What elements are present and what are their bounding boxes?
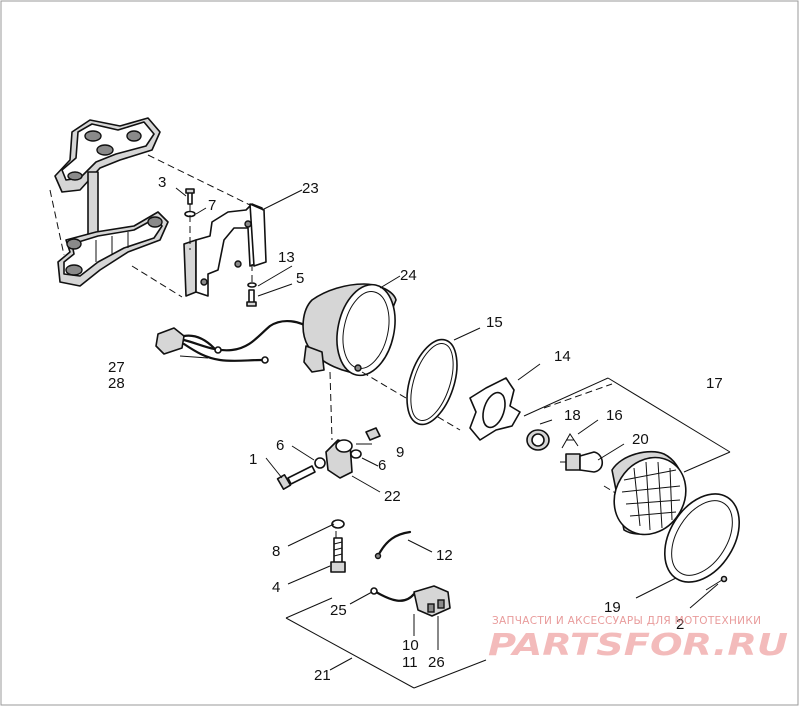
leader-lines bbox=[175, 187, 719, 671]
kit-21-bracket bbox=[285, 597, 487, 689]
wiring-harness bbox=[155, 320, 314, 364]
callout-19: 19 bbox=[604, 599, 621, 616]
pigtail-connector bbox=[370, 585, 451, 617]
jumper-wire bbox=[374, 530, 412, 560]
callout-21: 21 bbox=[314, 667, 331, 684]
callout-16: 16 bbox=[606, 407, 623, 424]
callout-22: 22 bbox=[384, 488, 401, 505]
lamp-mount-block bbox=[325, 439, 353, 479]
callout-1: 1 bbox=[249, 451, 257, 468]
callout-9: 9 bbox=[396, 444, 404, 461]
callout-14: 14 bbox=[554, 348, 571, 365]
callout-15: 15 bbox=[486, 314, 503, 331]
retaining-ring bbox=[406, 338, 458, 426]
callout-2: 2 bbox=[676, 616, 684, 633]
callout-7: 7 bbox=[208, 197, 216, 214]
callout-5: 5 bbox=[296, 270, 304, 287]
callout-25: 25 bbox=[330, 602, 347, 619]
bolt-and-washer bbox=[330, 519, 346, 573]
halogen-bulb bbox=[560, 451, 604, 473]
watermark: ЗАПЧАСТИ И АКСЕССУАРЫ ДЛЯ МОТОТЕХНИКИ PA… bbox=[488, 615, 788, 663]
callout-4: 4 bbox=[272, 579, 280, 596]
headlamp-housing bbox=[302, 283, 397, 377]
callout-12: 12 bbox=[436, 547, 453, 564]
lower-clamp-top bbox=[63, 217, 163, 277]
callout-24: 24 bbox=[400, 267, 417, 284]
callout-27: 27 bbox=[108, 359, 125, 376]
callout-18: 18 bbox=[564, 407, 581, 424]
callout-23: 23 bbox=[302, 180, 319, 197]
bulb-retainer-spring bbox=[561, 433, 579, 449]
callout-3: 3 bbox=[158, 174, 166, 191]
acorn-nut bbox=[350, 427, 381, 459]
callout-20: 20 bbox=[632, 431, 649, 448]
harness-connector bbox=[155, 327, 185, 355]
clamp-assembly-dashes bbox=[49, 154, 251, 298]
callout-26: 26 bbox=[428, 654, 445, 671]
callout-6-upper: 6 bbox=[276, 437, 284, 454]
fork-triple-clamp bbox=[49, 117, 251, 298]
sealed-beam-lamp bbox=[543, 383, 687, 536]
steering-stem bbox=[87, 171, 99, 237]
callout-8: 8 bbox=[272, 543, 280, 560]
kit-17-bracket bbox=[523, 377, 731, 473]
trim-screw bbox=[705, 575, 728, 591]
bulb-socket bbox=[526, 429, 550, 451]
mounting-ring bbox=[469, 377, 521, 441]
callout-17: 17 bbox=[706, 375, 723, 392]
headlamp-bracket bbox=[183, 203, 267, 297]
trim-ring bbox=[664, 493, 740, 583]
callout-10: 10 bbox=[402, 637, 419, 654]
bracket-hardware bbox=[184, 188, 257, 307]
mount-bolt-1 bbox=[276, 457, 326, 490]
callout-13: 13 bbox=[278, 249, 295, 266]
callout-11: 11 bbox=[402, 654, 418, 671]
watermark-tagline: ЗАПЧАСТИ И АКСЕССУАРЫ ДЛЯ МОТОТЕХНИКИ bbox=[492, 615, 761, 627]
callout-6-lower: 6 bbox=[378, 457, 386, 474]
callout-28: 28 bbox=[108, 375, 125, 392]
watermark-logo: PARTSFOR.RU bbox=[488, 628, 788, 663]
